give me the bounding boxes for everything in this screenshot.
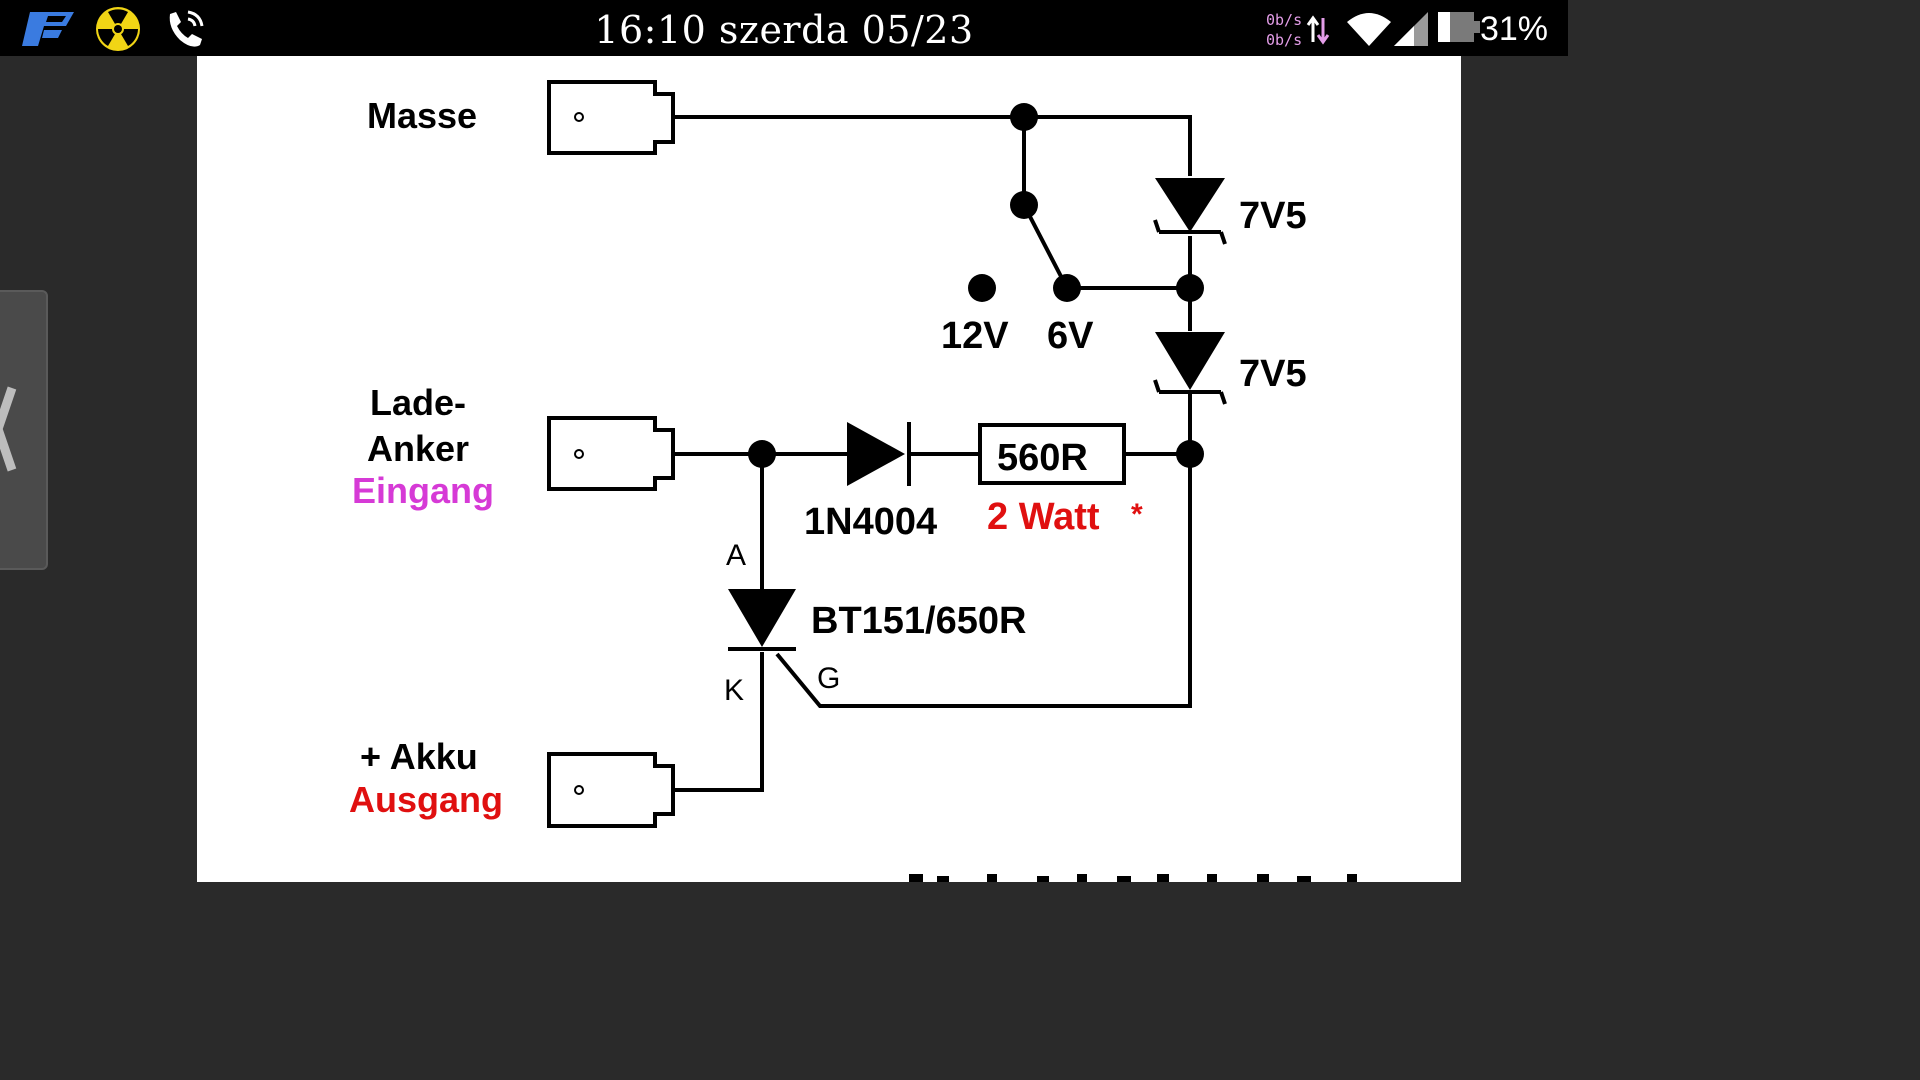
label-diode: 1N4004 [804,501,937,543]
zener-bottom-triangle [1155,332,1225,390]
resistor-body [978,423,1126,485]
phone-call-icon [169,10,204,47]
signal-icon [1394,12,1428,46]
net-up-speed: 0b/s [1266,11,1303,29]
diode-triangle [847,422,905,486]
label-masse: Masse [367,95,477,136]
thyristor-triangle [728,589,796,647]
label-lade: Lade- [370,382,466,423]
network-speed: 0b/s 0b/s [1266,10,1302,50]
label-zener-bottom: 7V5 [1239,353,1307,395]
label-resistor: 560R [997,437,1088,479]
circuit-schematic: Masse Lade- Anker Eingang + Akku Ausgang… [349,80,1357,882]
terminal-masse [547,80,675,155]
zener-bottom-bar [1153,379,1227,405]
chevron-left-icon[interactable] [0,384,24,474]
label-pin-k: K [724,674,744,707]
label-ausgang: Ausgang [349,779,503,820]
label-12v: 12V [941,315,1009,357]
zener-top-triangle [1155,178,1225,232]
label-asterisk: * [1131,498,1143,531]
label-anker: Anker [367,428,469,469]
label-pin-a: A [726,539,746,572]
label-eingang: Eingang [352,470,494,511]
schematic-image[interactable]: Masse Lade- Anker Eingang + Akku Ausgang… [197,56,1461,882]
net-down-speed: 0b/s [1266,31,1303,49]
wire-masse [673,115,1192,176]
battery-icon [1438,12,1480,42]
data-transfer-icon [1306,15,1330,45]
app-logo-icon [22,12,74,46]
image-viewer[interactable]: Masse Lade- Anker Eingang + Akku Ausgang… [0,56,1568,882]
label-resistor-power: 2 Watt [987,496,1100,538]
label-akku: + Akku [360,736,478,777]
wire-thyristor [673,454,764,792]
battery-percent: 31% [1479,10,1548,48]
label-thyristor: BT151/650R [811,600,1026,642]
cropped-caption-fragment [909,874,1357,882]
label-zener-top: 7V5 [1239,195,1307,237]
side-panel-handle[interactable] [0,290,48,570]
label-6v: 6V [1047,315,1094,357]
status-bar: 16:10 szerda 05/23 0b/s 0b/s 31% [0,0,1568,56]
terminal-eingang [547,416,675,491]
wifi-icon [1347,13,1391,46]
label-pin-g: G [817,662,840,695]
terminal-ausgang [547,752,675,828]
radiation-icon [96,7,140,51]
clock-date: 16:10 szerda 05/23 [594,8,974,52]
